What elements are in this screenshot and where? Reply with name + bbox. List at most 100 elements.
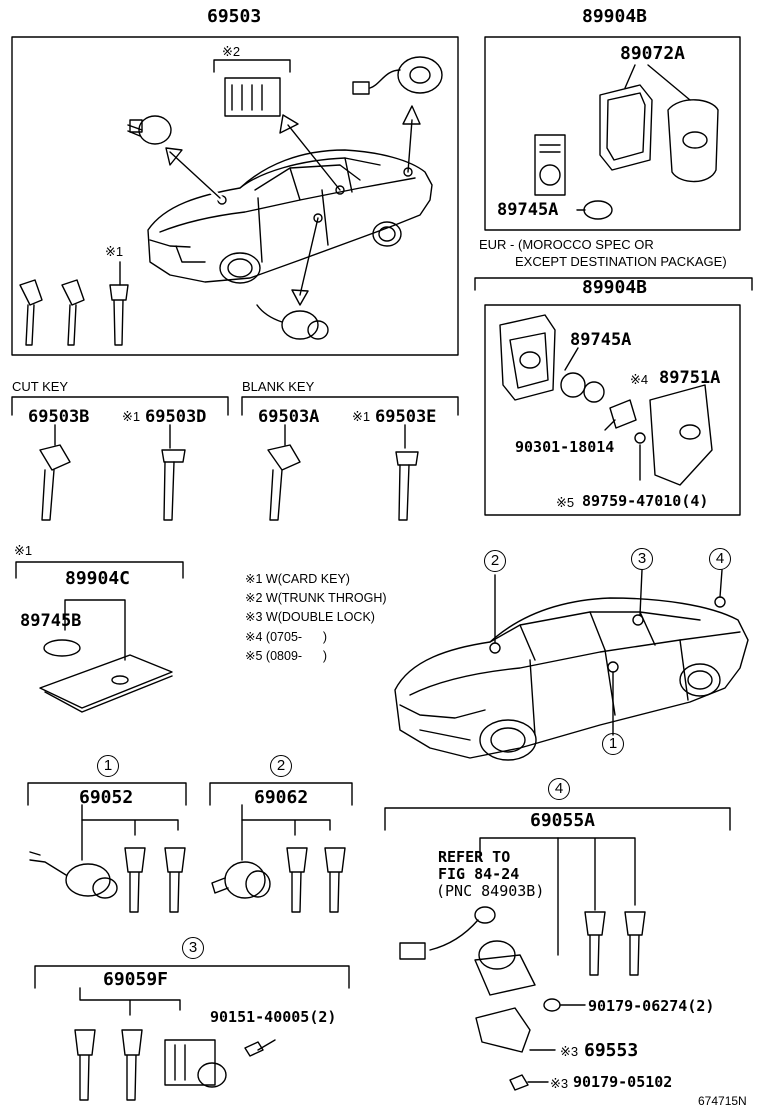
x1-mark: ※1 <box>105 244 124 259</box>
set1-bracket <box>27 782 187 806</box>
blank-key-header: BLANK KEY <box>242 379 315 394</box>
blank-key-69503E <box>395 424 419 521</box>
remote-eur-case <box>499 314 713 486</box>
x2-bracket <box>213 59 291 73</box>
remote-eur-oring-part-number: 90301-18014 <box>515 438 615 456</box>
eur-oring-leader <box>604 419 616 431</box>
cut-key-69503D <box>161 424 186 521</box>
ignition-switch <box>352 56 443 95</box>
legend-text: W(CARD KEY) <box>265 572 350 586</box>
remote-top-leader-a <box>624 64 636 89</box>
door-lock-cylinder <box>256 304 329 340</box>
set4-refer-line2: FIG 84-24 <box>438 865 520 883</box>
vehicle-location-illustration <box>394 569 749 761</box>
eur-bracket <box>474 277 753 291</box>
set1-part-number: 69052 <box>79 787 134 808</box>
eur-note-line2: EXCEPT DESTINATION PACKAGE) <box>515 254 727 269</box>
legend-text: (0809- ) <box>265 649 328 663</box>
set4-refer-line3: (PNC 84903B) <box>436 882 545 900</box>
set1-number: 1 <box>97 755 119 777</box>
callout-number: 3 <box>631 548 653 570</box>
set2-parts <box>211 804 346 913</box>
set4-nut2-mark: ※3 <box>550 1076 569 1091</box>
legend-mark: ※2 <box>245 591 263 605</box>
set3-screw-part-number: 90151-40005(2) <box>210 1008 337 1026</box>
card-key-bracket <box>15 561 184 579</box>
illustration-code: 674715N <box>698 1094 747 1108</box>
remote-eur-screw-part-number: 89759-47010(4) <box>582 492 709 510</box>
legend-text: W(TRUNK THROGH) <box>265 591 387 605</box>
main-assembly-part-number: 69503 <box>207 6 262 27</box>
trunk-lock-assy <box>224 77 281 117</box>
eur-note-line1: EUR - (MOROCCO SPEC OR <box>479 237 654 252</box>
legend-mark: ※4 <box>245 630 263 644</box>
callout-number: 4 <box>709 548 731 570</box>
set4-part-number: 69055A <box>530 810 596 831</box>
remote-top-part-number: 89904B <box>582 6 648 27</box>
card-key-battery-part-number: 89745B <box>20 611 82 631</box>
legend-item: ※4 (0705- ) <box>245 631 327 644</box>
lock-cylinder-door <box>127 115 172 145</box>
set-number: 1 <box>97 755 119 777</box>
eur-battery-leader <box>564 347 579 371</box>
set1-parts <box>29 804 186 913</box>
set-number: 4 <box>548 778 570 800</box>
callout-number: 1 <box>602 733 624 755</box>
set4-number: 4 <box>548 778 570 800</box>
callout-4: 4 <box>709 548 731 570</box>
card-key-part-number: 89904C <box>65 568 131 589</box>
set2-number: 2 <box>270 755 292 777</box>
set3-bracket <box>34 965 350 989</box>
set2-bracket <box>209 782 353 806</box>
cut-key-a-part-number: 69503B <box>28 407 90 427</box>
cut-key-bracket <box>11 396 229 416</box>
cut-key-header: CUT KEY <box>12 379 69 394</box>
callout-2: 2 <box>484 550 506 572</box>
x2-mark: ※2 <box>222 44 241 59</box>
set4-nut2-part-number: 90179-05102 <box>573 1073 673 1091</box>
set-number: 2 <box>270 755 292 777</box>
main-keys <box>19 279 129 346</box>
card-key-mark: ※1 <box>14 543 33 558</box>
remote-top-frame <box>484 36 741 231</box>
set2-part-number: 69062 <box>254 787 309 808</box>
legend-text: W(DOUBLE LOCK) <box>265 610 375 624</box>
blank-key-a-part-number: 69503A <box>258 407 320 427</box>
remote-eur-part-number: 89904B <box>582 277 648 298</box>
remote-eur-frame <box>484 304 741 516</box>
set3-parts <box>74 987 276 1101</box>
legend-item: ※3 W(DOUBLE LOCK) <box>245 611 375 624</box>
legend-item: ※5 (0809- ) <box>245 650 327 663</box>
legend-mark: ※1 <box>245 572 263 586</box>
callout-1: 1 <box>602 733 624 755</box>
set4-nut-part-number: 90179-06274(2) <box>588 997 715 1015</box>
remote-top-battery-part-number: 89745A <box>497 200 559 220</box>
set-number: 3 <box>182 937 204 959</box>
blank-key-b-part-number: 69503E <box>375 407 437 427</box>
cut-key-69503B <box>39 424 71 521</box>
set4-bracket <box>384 807 731 831</box>
legend-mark: ※3 <box>245 610 263 624</box>
card-key-illustration <box>39 599 173 713</box>
blank-key-b-mark: ※1 <box>352 409 371 424</box>
remote-eur-battery-part-number: 89745A <box>570 330 632 350</box>
set4-parts <box>399 837 646 1091</box>
blank-key-69503A <box>267 424 301 521</box>
set4-bracket-part-number: 69553 <box>584 1040 639 1061</box>
legend-item: ※1 W(CARD KEY) <box>245 573 350 586</box>
remote-top-case <box>534 84 719 220</box>
legend-item: ※2 W(TRUNK THROGH) <box>245 592 387 605</box>
callout-3: 3 <box>631 548 653 570</box>
legend-mark: ※5 <box>245 649 263 663</box>
set3-part-number: 69059F <box>103 969 169 990</box>
remote-top-leader-b <box>647 64 691 101</box>
remote-eur-screw-mark: ※5 <box>556 495 575 510</box>
callout-number: 2 <box>484 550 506 572</box>
remote-eur-cover-part-number: 89751A <box>659 368 721 388</box>
cut-key-b-mark: ※1 <box>122 409 141 424</box>
main-car-illustration <box>147 105 433 306</box>
set4-refer-line1: REFER TO <box>438 848 511 866</box>
cut-key-b-part-number: 69503D <box>145 407 207 427</box>
